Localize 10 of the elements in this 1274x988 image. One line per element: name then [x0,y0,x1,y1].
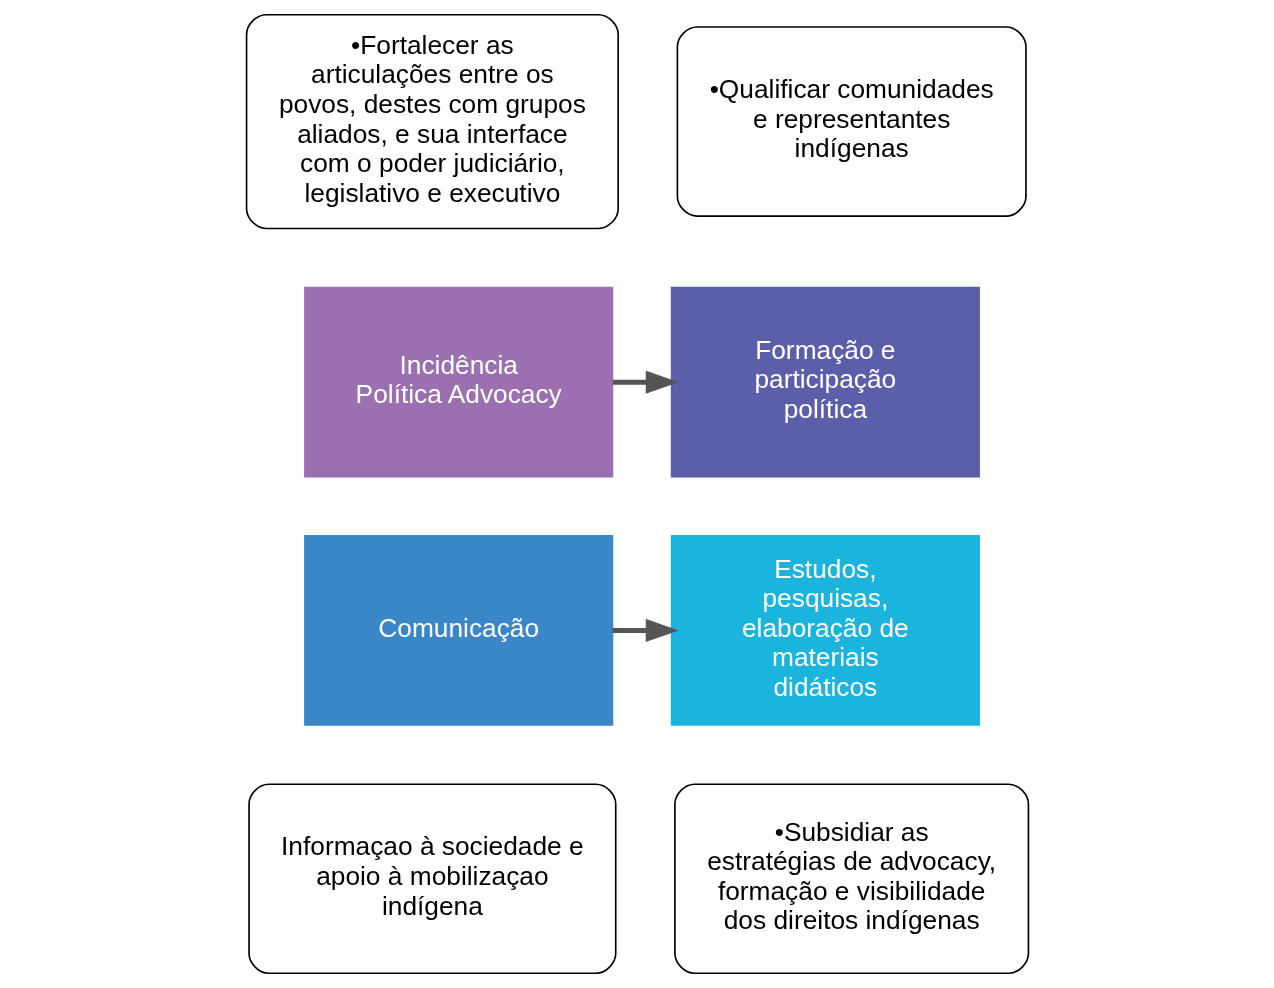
node-box: Incidência Política Advocacy [303,286,613,478]
arrow [612,618,679,642]
arrow [612,370,679,394]
node-box: Formação e participação política [670,286,980,478]
node-box: •Qualificar comunidades e representantes indígenas [676,26,1027,217]
node-box: •Fortalecer as articulações entre os povos, destes com grupos aliados, e sua interface com o poder judiciário, legislativo e executivo [245,13,619,230]
node-box: •Subsidiar as estratégias de advocacy, formação e visibilidade dos direitos indígenas [673,783,1029,975]
node-box: Informaçao à sociedade e apoio à mobilizaçao indígena [247,783,617,975]
node-box: Estudos, pesquisas, elaboração de materiais didáticos [670,535,980,726]
node-box: Comunicação [303,535,613,726]
